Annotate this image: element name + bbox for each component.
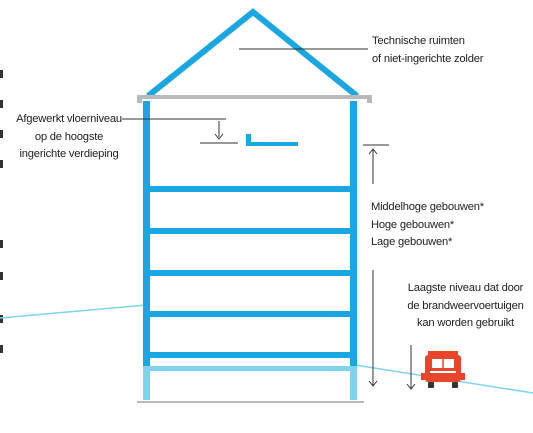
floor-level-arrowhead: [214, 133, 224, 140]
technical-rooms-label: Technische ruimten of niet-ingerichte zo…: [372, 33, 483, 68]
floor-slab: [143, 311, 357, 317]
height-arrow-down-head: [368, 380, 378, 387]
floor-level-line2: op de hoogste: [34, 130, 104, 143]
floor-slab: [143, 186, 357, 192]
height-arrow-up-head: [368, 148, 378, 155]
lowest-level-arrowhead: [406, 383, 416, 390]
fire-truck-icon: [421, 351, 465, 388]
floor-level-label: Afgewerkt vloerniveau op de hoogste inge…: [14, 111, 124, 164]
low-buildings: Lage gebouwen*: [371, 236, 453, 248]
basement-slab: [143, 366, 357, 371]
left-ground-line: [0, 304, 147, 319]
basement-left-wall: [143, 367, 150, 400]
lowest-level-line2: de brandweervoertuigen: [407, 299, 524, 312]
lowest-level-label: Laagste niveau dat door de brandweervoer…: [403, 280, 528, 333]
floor-level-line1: Afgewerkt vloerniveau: [16, 113, 122, 125]
lowest-level-line3: kan worden gebruikt: [417, 317, 514, 329]
medium-high-buildings: Middelhoge gebouwen*: [371, 201, 484, 213]
floor-level-line3: ingerichte verdieping: [19, 148, 119, 160]
roof-outline: [146, 8, 359, 99]
floor-slab: [143, 270, 357, 276]
floor-slab: [143, 228, 357, 234]
left-margin-fragments: [0, 70, 3, 353]
high-buildings: Hoge gebouwen*: [371, 218, 455, 231]
top-floor-marker: [246, 134, 298, 146]
technical-rooms-line1: Technische ruimten: [372, 35, 465, 47]
floor-slab: [143, 352, 357, 358]
technical-rooms-line2: of niet-ingerichte zolder: [372, 52, 484, 65]
basement-right-wall: [350, 367, 357, 400]
lowest-level-line1: Laagste niveau dat door: [407, 282, 524, 294]
building-categories-label: Middelhoge gebouwen* Hoge gebouwen* Lage…: [371, 199, 484, 252]
